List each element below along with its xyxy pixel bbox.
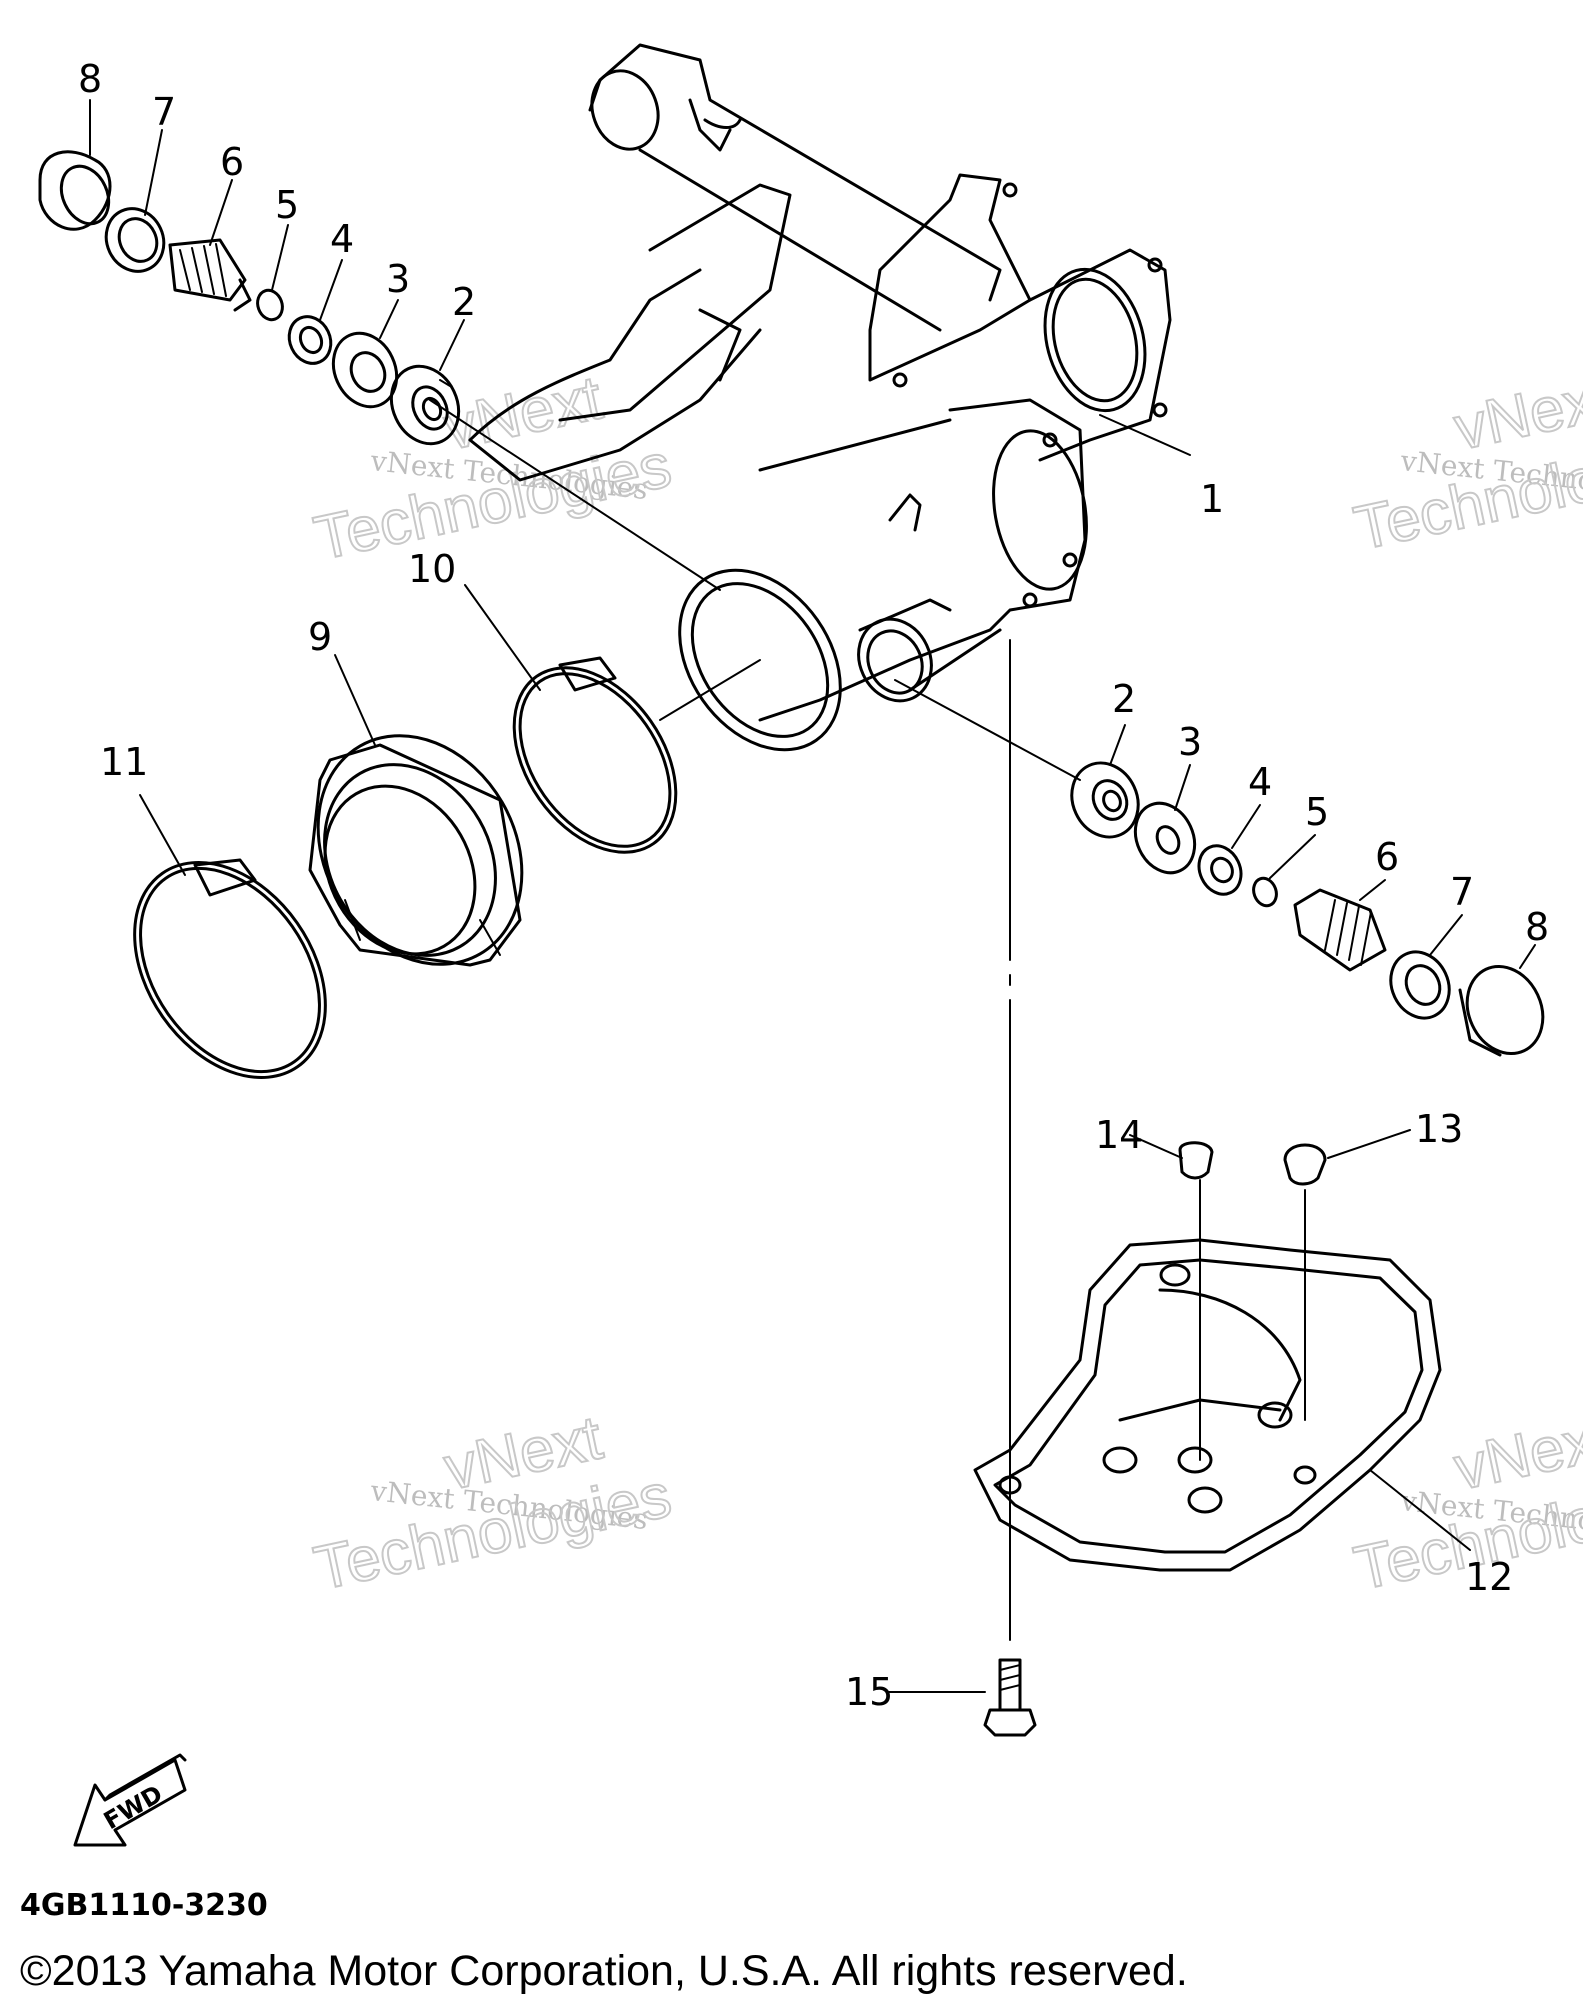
- callout-2: 2: [452, 280, 476, 324]
- watermark-group: vNext Technologies vNext Technologies vN…: [308, 362, 1583, 1604]
- callout-11: 11: [100, 740, 148, 784]
- oring-5-right: [1252, 876, 1278, 908]
- callout-labels: 8 7 6 5 4 3 2 1 10 9 11 2 3 4 5 6 7 8 13…: [78, 57, 1549, 1714]
- callout-2: 2: [1112, 677, 1136, 721]
- callout-6: 6: [220, 140, 244, 184]
- fwd-label: FWD: [99, 1780, 167, 1836]
- leader-lines: [89, 99, 1536, 1693]
- callout-5: 5: [1305, 790, 1329, 834]
- damper-13: [1283, 1143, 1327, 1421]
- callout-3: 3: [1178, 720, 1202, 764]
- callout-6: 6: [1375, 835, 1399, 879]
- grommet-14: [1178, 1141, 1214, 1461]
- callout-14: 14: [1095, 1113, 1143, 1157]
- callout-4: 4: [330, 217, 354, 261]
- callout-8: 8: [1525, 905, 1549, 949]
- bearing-2-right: [1070, 761, 1140, 839]
- callout-12: 12: [1465, 1555, 1513, 1599]
- cap-8-left: [38, 150, 112, 231]
- washer-3-right: [1133, 801, 1197, 875]
- left-bearing-stack: [38, 150, 461, 446]
- callout-13: 13: [1415, 1107, 1463, 1151]
- shaft-6-left: [168, 238, 252, 312]
- callout-1: 1: [1200, 477, 1224, 521]
- watermark-big: vNext: [1449, 363, 1583, 463]
- callout-9: 9: [308, 615, 332, 659]
- bolt-15: [983, 1658, 1037, 1737]
- diagram-code: 4GB1110-3230: [20, 1888, 268, 1923]
- callout-8: 8: [78, 57, 102, 101]
- callout-7: 7: [152, 90, 176, 134]
- boot-9: [308, 734, 524, 967]
- washer-3-left: [331, 331, 399, 409]
- cap-8-right: [1458, 964, 1545, 1057]
- callout-10: 10: [408, 547, 456, 591]
- nut-7-left: [104, 207, 166, 273]
- pivot-axis-lines: [429, 379, 1081, 1641]
- oring-5-left: [256, 288, 284, 322]
- right-bearing-stack: [1070, 761, 1545, 1057]
- clamp-11: [133, 858, 327, 1079]
- fwd-arrow: FWD: [73, 1753, 187, 1847]
- watermark-big: vNext: [1449, 1403, 1583, 1503]
- copyright-notice: ©2013 Yamaha Motor Corporation, U.S.A. A…: [20, 1947, 1188, 1995]
- bearing-2-left: [389, 364, 461, 446]
- axle-housing: [468, 43, 1172, 752]
- callout-7: 7: [1450, 870, 1474, 914]
- callout-15: 15: [845, 1670, 893, 1714]
- nut-7-right: [1389, 950, 1451, 1020]
- clamp-10: [512, 656, 761, 854]
- washer-4-right: [1197, 844, 1243, 896]
- washer-4-left: [287, 315, 333, 365]
- shaft-6-right: [1293, 888, 1387, 972]
- callout-4: 4: [1248, 760, 1272, 804]
- callout-5: 5: [275, 183, 299, 227]
- skid-plate-12: [973, 1238, 1471, 1572]
- callout-3: 3: [386, 257, 410, 301]
